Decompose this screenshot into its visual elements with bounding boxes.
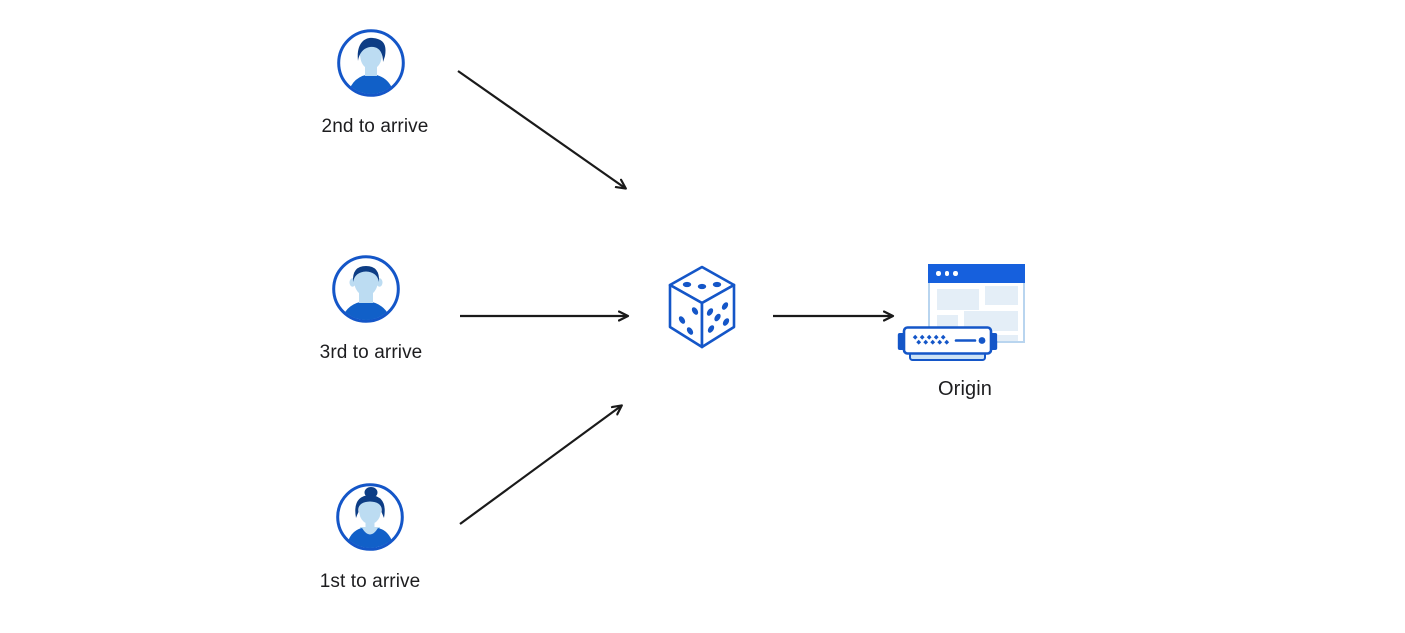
browser-content [930, 283, 1023, 341]
origin-label: Origin [938, 378, 992, 400]
avatar-man-flattop-icon [332, 255, 400, 323]
window-dot-icon [936, 271, 941, 276]
content-block [937, 315, 958, 329]
client-third-label: 3rd to arrive [319, 342, 423, 363]
browser-titlebar [928, 264, 1025, 283]
server-appliance-icon [897, 326, 998, 361]
window-dot-icon [953, 271, 958, 276]
server-body [902, 326, 993, 355]
window-dot-icon [944, 271, 949, 276]
ear [376, 278, 383, 287]
content-block [964, 311, 1018, 331]
content-block [937, 289, 979, 310]
client-first-label: 1st to arrive [319, 571, 421, 592]
node-random-selector [667, 264, 737, 355]
avatar-man-quiff-icon [337, 29, 405, 97]
arrow-second-to-dice [457, 70, 625, 188]
content-block [985, 286, 1018, 305]
client-second-label: 2nd to arrive [321, 116, 429, 137]
browser-window [928, 264, 1025, 343]
hair [352, 266, 380, 282]
face [359, 498, 381, 524]
dice-pips [678, 281, 730, 335]
hair [357, 37, 386, 62]
node-client-first [336, 483, 404, 556]
ear [349, 278, 356, 287]
server-indicator-light [978, 337, 986, 344]
hair [355, 495, 385, 518]
node-client-third [332, 255, 400, 328]
dice-icon [668, 265, 736, 349]
arrow-first-to-dice [459, 406, 621, 525]
face [354, 268, 378, 296]
node-client-second [337, 29, 405, 102]
avatar-woman-bun-icon [336, 483, 404, 551]
content-block [998, 335, 1018, 341]
